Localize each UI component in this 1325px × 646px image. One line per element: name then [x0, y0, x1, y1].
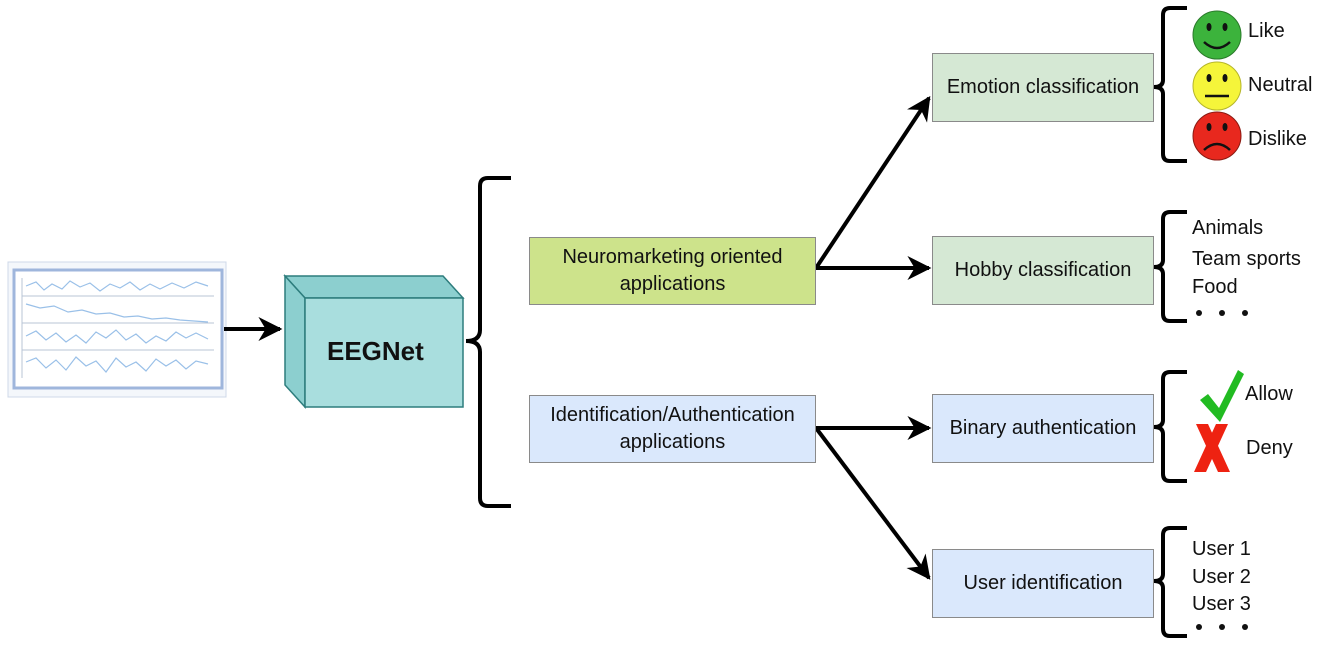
emotion-classification-box: Emotion classification: [932, 53, 1154, 122]
neuromarketing-line1: Neuromarketing oriented: [562, 246, 783, 268]
binary-authentication-box: Binary authentication: [932, 394, 1154, 463]
check-icon: [1200, 370, 1244, 422]
hobby-outcome-animals: Animals: [1192, 217, 1264, 239]
brace-emotion-outcomes: [1153, 6, 1187, 163]
binary-outcome-deny: Deny: [1246, 437, 1293, 459]
emotion-outcome-like: Like: [1248, 20, 1285, 42]
eegnet-cube: [283, 274, 465, 409]
user-outcome-2: User 2: [1192, 566, 1251, 588]
user-outcome-3: User 3: [1192, 593, 1251, 615]
hobby-classification-box: Hobby classification: [932, 236, 1154, 305]
emotion-outcome-dislike: Dislike: [1248, 128, 1307, 150]
user-outcome-1: User 1: [1192, 538, 1251, 560]
brace-applications: [465, 176, 511, 508]
eegnet-label: EEGNet: [327, 336, 424, 366]
arrow-to-user: [814, 426, 931, 580]
hobby-outcome-food: Food: [1192, 276, 1238, 298]
smiley-neutral-icon: [1192, 61, 1242, 111]
emotion-outcome-neutral: Neutral: [1248, 74, 1313, 96]
smiley-dislike-icon: [1192, 111, 1242, 161]
neuromarketing-applications-box: Neuromarketing oriented applications: [529, 237, 816, 305]
arrow-to-emotion: [814, 96, 931, 270]
identification-line2: applications: [619, 431, 726, 453]
user-identification-box: User identification: [932, 549, 1154, 618]
identification-applications-box: Identification/Authentication applicatio…: [529, 395, 816, 463]
brace-user-outcomes: [1153, 526, 1187, 638]
identification-line1: Identification/Authentication: [550, 404, 795, 426]
brace-hobby-outcomes: [1153, 210, 1187, 323]
cross-icon: [1194, 424, 1230, 472]
smiley-like-icon: [1192, 10, 1242, 60]
eeg-signal-image: [7, 261, 227, 398]
hobby-outcome-team-sports: Team sports: [1192, 248, 1301, 270]
binary-outcome-allow: Allow: [1245, 383, 1293, 405]
user-more-dots: [1196, 624, 1248, 630]
brace-binary-outcomes: [1153, 370, 1187, 483]
neuromarketing-line2: applications: [619, 273, 726, 295]
hobby-more-dots: [1196, 310, 1248, 316]
